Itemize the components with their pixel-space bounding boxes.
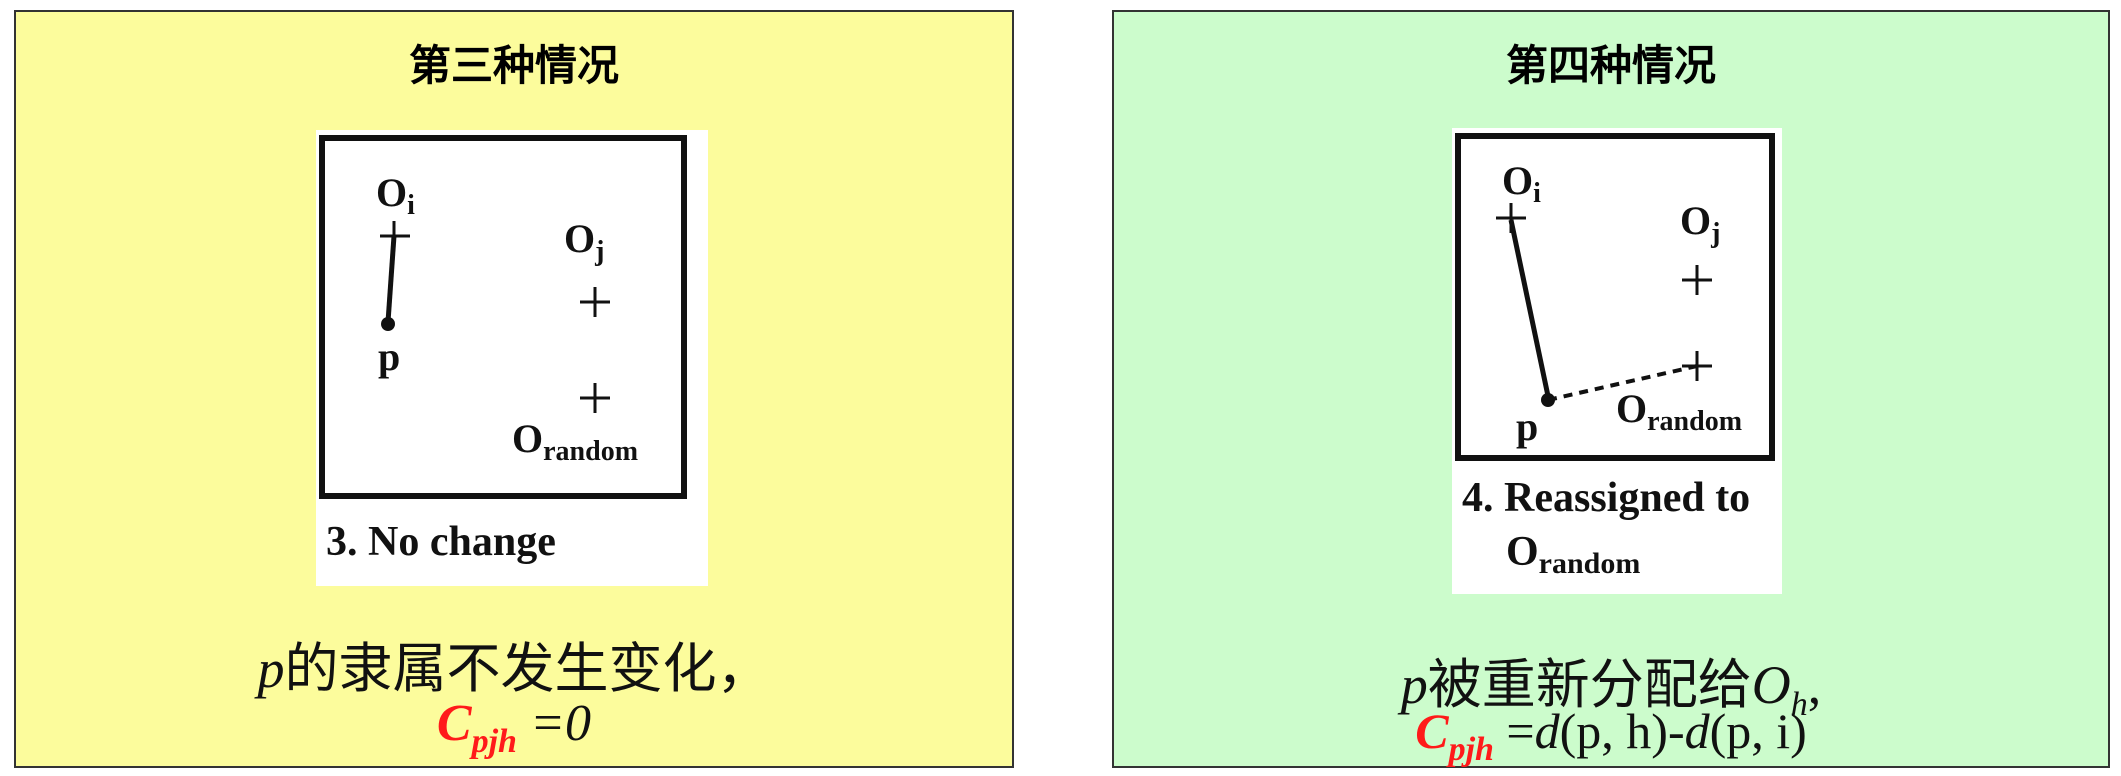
case-four-figure: Oi p Oj Orandom 4. Reassigned to Orandom	[1452, 128, 1782, 594]
case-four-description: p被重新分配给Oh,	[1114, 640, 2108, 724]
p-to-oi-line	[385, 235, 397, 323]
cost-symbol: Cpjh	[436, 695, 517, 760]
p-symbol: p	[1400, 655, 1428, 715]
case-three-diagram: Oi p Oj Orandom	[319, 135, 687, 499]
distance-fn-2: d	[1684, 703, 1710, 759]
case-four-formula: Cpjh =d(p, h)-d(p, i)	[1114, 702, 2108, 769]
cost-value: =0	[529, 695, 592, 752]
oj-marker	[1682, 265, 1712, 295]
cluster-frame	[319, 135, 687, 499]
cost-symbol: Cpjh	[1415, 703, 1494, 768]
oj-label: Oj	[564, 216, 604, 267]
case-four-text: 被重新分配给	[1427, 655, 1752, 715]
case-three-title: 第三种情况	[408, 41, 619, 90]
p-label: p	[378, 334, 400, 379]
p-label: p	[1516, 404, 1538, 449]
target-symbol: Oh	[1751, 655, 1808, 723]
case-four-title: 第四种情况	[1505, 41, 1716, 90]
case-three-text: 的隶属不发生变化，	[284, 639, 771, 699]
comma: ,	[1807, 655, 1822, 715]
distance-args-1: (p, h)	[1559, 703, 1668, 759]
equals-sign: =	[1506, 703, 1535, 759]
case-three-formula: Cpjh =0	[16, 694, 1012, 761]
minus-sign: -	[1667, 703, 1685, 759]
case-three-description: p的隶属不发生变化，	[16, 624, 1012, 703]
p-to-oi-line	[1508, 219, 1551, 397]
p-symbol: p	[257, 639, 285, 699]
case-three-caption: 3. No change	[326, 519, 556, 565]
case-four-caption-line1: 4. Reassigned to	[1462, 475, 1751, 521]
orandom-label: Orandom	[512, 416, 638, 467]
case-four-panel: 第四种情况 Oi p Oj Orandom 4. Reassigned to O…	[1112, 10, 2110, 768]
orandom-label: Orandom	[1616, 386, 1742, 437]
oi-label: Oi	[1502, 158, 1541, 209]
p-point	[381, 317, 395, 331]
oj-marker	[580, 287, 610, 317]
case-three-panel: 第三种情况 Oi p Oj Orandom 3. No change p的隶属不…	[14, 10, 1014, 768]
orandom-marker	[580, 383, 610, 413]
distance-fn-1: d	[1534, 703, 1560, 759]
case-four-diagram: Oi p Oj Orandom	[1455, 133, 1775, 461]
case-three-figure: Oi p Oj Orandom 3. No change	[316, 130, 708, 586]
distance-args-2: (p, i)	[1709, 703, 1807, 759]
oi-label: Oi	[376, 170, 415, 221]
cluster-frame	[1455, 133, 1775, 461]
oj-label: Oj	[1680, 198, 1720, 249]
case-four-caption-line2: Orandom	[1506, 529, 1641, 580]
